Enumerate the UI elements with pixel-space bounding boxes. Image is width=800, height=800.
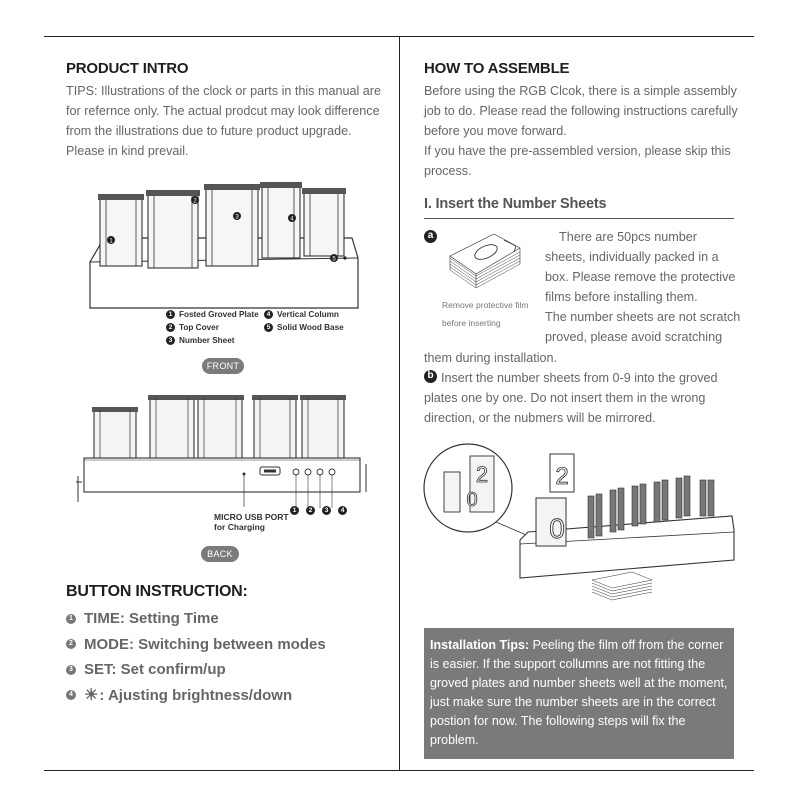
step-a-line: sheets, individually packed in a (545, 250, 719, 264)
step-b-marker: b (424, 370, 437, 383)
step-b-line: plates one by one. Do not insert them in… (424, 391, 706, 405)
product-intro-title: PRODUCT INTRO (66, 60, 189, 77)
clock-front-drawing: 1 2 3 4 5 (89, 182, 359, 309)
step-a-line: The number sheets are not scratch (545, 310, 741, 324)
how-to-assemble-intro: Before using the RGB Clcok, there is a s… (424, 81, 744, 181)
bottom-rule (44, 770, 754, 771)
section-title-underline (424, 218, 734, 219)
step-b-line: Insert the number sheets from 0-9 into t… (441, 371, 718, 385)
digit-label: 0 (549, 513, 565, 544)
digit-label: 2 (476, 462, 488, 487)
installation-tips-text: Installation Tips: Peeling the film off … (430, 638, 728, 747)
button-instruction-item: 4☀: Ajusting brightness/down (66, 683, 326, 709)
svg-text:4: 4 (290, 217, 294, 223)
tips-line: TIPS: Illustrations of the clock or part… (66, 84, 381, 98)
installation-tips-box: Installation Tips: Peeling the film off … (424, 628, 734, 759)
clock-back-illustration (76, 392, 376, 517)
digit-label: 0 (466, 489, 477, 511)
step-b-line: direction, or the nubmers will be mirror… (424, 411, 656, 425)
intro-line: Before using the RGB Clcok, there is a s… (424, 84, 737, 98)
clock-front-illustration: 1 2 3 4 5 (84, 180, 364, 320)
button-instruction-title: BUTTON INSTRUCTION: (66, 583, 248, 600)
back-button-numbers: 1 2 3 4 (290, 504, 351, 517)
sun-icon: ☀ (84, 687, 99, 705)
product-intro-tips: TIPS: Illustrations of the clock or part… (66, 81, 388, 161)
tips-line: Please in kind prevail. (66, 144, 189, 158)
intro-line: If you have the pre-assembled version, p… (424, 144, 731, 158)
intro-line: before you move forward. (424, 124, 567, 138)
svg-text:5: 5 (332, 257, 336, 263)
step-a-line: proved, please avoid scratching (545, 330, 723, 344)
film-caption: Remove protective film before inserting (442, 300, 529, 328)
number-sheet-stack-drawing (449, 233, 521, 289)
how-to-assemble-title: HOW TO ASSEMBLE (424, 60, 570, 77)
clock-back-drawing (76, 395, 367, 508)
front-view-label: FRONT (202, 358, 244, 374)
step-a-continuation: them during installation. (424, 351, 558, 365)
step-a-marker: a (424, 230, 437, 243)
number-sheet-film-illustration (444, 226, 524, 297)
installation-tips-label: Installation Tips: (430, 638, 530, 652)
assembly-drawing: 2 0 2 0 (423, 443, 735, 601)
step-a-line: films before installing them. (545, 290, 698, 304)
intro-line: job to do. Please read the following ins… (424, 104, 738, 118)
svg-text:1: 1 (109, 239, 113, 245)
usb-port-label: MICRO USB PORT for Charging (214, 512, 289, 532)
svg-text:3: 3 (235, 215, 239, 221)
tips-line: from the illustrations due to future pro… (66, 124, 352, 138)
section-title: I. Insert the Number Sheets (424, 196, 607, 212)
step-a-line: box. Please remove the protective (545, 270, 736, 284)
assembly-illustration: 2 0 2 0 (420, 440, 740, 615)
step-a-text: There are 50pcs number sheets, individua… (545, 227, 745, 347)
step-b-text: Insert the number sheets from 0-9 into t… (424, 368, 744, 428)
digit-label: 2 (555, 463, 568, 490)
tips-line: for refernce only. The actual prodcut ma… (66, 104, 380, 118)
step-a-line: There are 50pcs number (559, 230, 697, 244)
intro-line: process. (424, 164, 472, 178)
svg-text:2: 2 (193, 199, 197, 205)
column-divider (399, 36, 400, 770)
back-view-label: BACK (201, 546, 239, 562)
